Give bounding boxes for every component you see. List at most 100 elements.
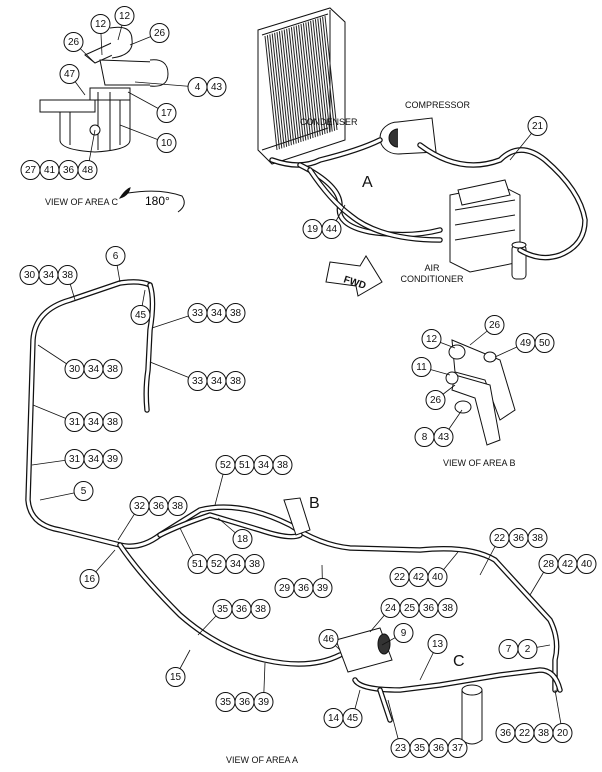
callout-number: 40 [432,572,444,583]
callout-number: 35 [414,743,426,754]
callout-circle [102,359,123,379]
callout-number: 7 [506,644,512,655]
callout-number: 52 [220,460,232,471]
callout-number: 44 [326,224,338,235]
callout-number: 45 [347,713,359,724]
callout-number: 36 [423,603,435,614]
callout-number: 42 [413,572,425,583]
callout-circle [411,357,432,377]
callout-circle [102,412,123,432]
area-c-assembly [39,26,169,153]
air-conditioner-label-1: AIR [424,263,440,273]
callout-number: 16 [84,574,96,585]
callout-number: 34 [211,376,223,387]
view-area-a-caption: VIEW OF AREA A [226,755,298,765]
callout-number: 39 [107,454,119,465]
callout-circle [517,639,538,659]
callout-circle [250,599,271,619]
callout-circle [427,634,448,654]
callout-number: 31 [69,417,81,428]
callout-circle [206,77,227,97]
callout-number: 46 [323,634,335,645]
rotation-arrow [118,187,185,213]
callout-circle [59,64,80,84]
area-a-marker: A [362,174,373,191]
receiver-dryer [283,497,483,745]
callout-number: 43 [211,82,223,93]
callout-number: 26 [430,395,442,406]
callout-number: 35 [220,697,232,708]
callout-number: 45 [135,310,147,321]
callout-number: 12 [95,19,107,30]
callout-number: 26 [489,320,501,331]
air-conditioner-label-2: CONDITIONER [401,274,465,284]
compressor-label: COMPRESSOR [405,100,471,110]
callout-number: 22 [494,533,506,544]
callout-number: 34 [88,364,100,375]
callout-number: 38 [230,376,242,387]
callout-circle [225,303,246,323]
callout-number: 40 [581,559,593,570]
callout-circle [90,14,111,34]
callout-circle [527,528,548,548]
callout-46: 46 [318,629,341,651]
callout-number: 25 [404,603,416,614]
callout-number: 12 [119,11,131,22]
callout-number: 34 [230,559,242,570]
callout-18: 18 [217,517,253,549]
callout-circle [225,371,246,391]
callout-number: 27 [25,165,37,176]
callout-circle [73,481,94,501]
main-hoses [25,279,563,723]
callout-circle [105,246,126,266]
callout-number: 8 [422,432,428,443]
callout-circle [447,738,468,758]
callout-number: 22 [394,572,406,583]
callout-number: 35 [217,604,229,615]
callout-number: 52 [211,559,223,570]
callout-51-52-34-38: 51 52 34 38 [179,527,265,574]
callout-15: 15 [165,649,191,687]
area-b-marker: B [309,495,320,512]
callout-circle [165,667,186,687]
callout-number: 36 [239,697,251,708]
callout-number: 38 [249,559,261,570]
callout-number: 13 [432,639,444,650]
callout-number: 19 [307,224,319,235]
callout-number: 30 [69,364,81,375]
callout-circle [427,567,448,587]
area-c-marker: C [453,653,465,670]
callout-number: 33 [192,308,204,319]
callout-12: 12 [421,329,456,349]
callout-47: 47 [59,64,86,96]
callout-number: 49 [520,338,532,349]
callout-number: 42 [562,559,574,570]
callout-26: 26 [63,32,96,64]
callout-number: 24 [385,603,397,614]
callout-number: 6 [113,251,119,262]
callout-22-42-40: 22 42 40 [389,551,459,587]
callout-circle [79,569,100,589]
callout-12: 12 [114,6,135,41]
condenser-unit [257,7,346,165]
callout-number: 29 [279,583,291,594]
callout-number: 12 [426,334,438,345]
callout-number: 22 [519,728,531,739]
callout-number: 20 [557,728,569,739]
callout-circle [318,629,339,649]
callout-number: 51 [192,559,204,570]
callout-number: 37 [452,743,464,754]
callout-circle [102,449,123,469]
